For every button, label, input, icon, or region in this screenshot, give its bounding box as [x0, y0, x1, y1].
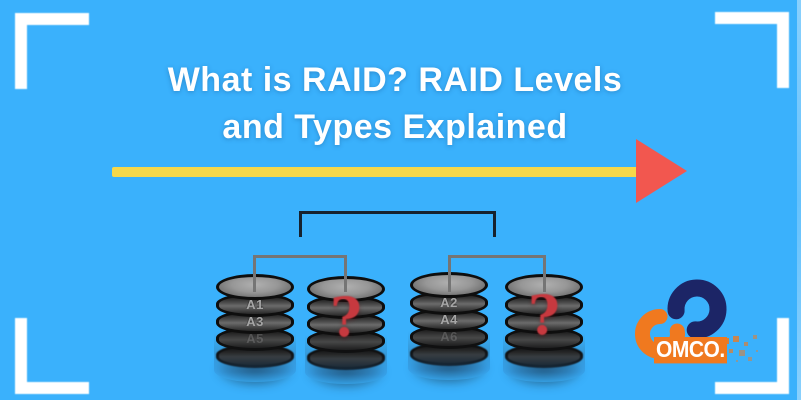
question-mark-overlay: ? — [330, 285, 362, 349]
disk-mirror-a: ? — [305, 276, 387, 400]
frame-corner-bottom-left-icon — [15, 318, 89, 394]
logo-navy-c-icon — [667, 279, 727, 339]
site-logo: OMCO. — [633, 272, 783, 382]
page-title-line2: and Types Explained — [222, 108, 568, 146]
raid-top-bracket — [299, 211, 496, 237]
mirror-pair-bracket-1 — [253, 255, 347, 292]
disk-mirror-b: ? — [503, 274, 585, 400]
frame-corner-top-right-icon — [715, 12, 789, 88]
disk-block-label: A3 — [246, 314, 264, 329]
disk-block-label: A1 — [246, 297, 264, 312]
disk-band — [307, 295, 385, 319]
disk-block-label: A2 — [440, 295, 458, 310]
disk-block-label: A4 — [440, 312, 458, 327]
right-edge-highlight — [797, 0, 801, 400]
disk-a: A1 A3 A5 — [214, 274, 296, 400]
mirror-pair-bracket-2 — [448, 255, 546, 292]
logo-pixel-fragments — [723, 338, 729, 344]
divider-arrow-shaft — [112, 167, 639, 177]
page-title-line1: What is RAID? RAID Levels — [167, 61, 623, 99]
question-mark-overlay: ? — [528, 283, 560, 347]
divider-arrow-head-icon — [636, 139, 687, 203]
frame-corner-top-left-icon — [15, 13, 89, 89]
logo-wordmark: OMCO. — [654, 337, 727, 364]
page-title: What is RAID? RAID Levels and Types Expl… — [45, 57, 745, 151]
frame-corner-bottom-right-icon — [715, 318, 789, 394]
